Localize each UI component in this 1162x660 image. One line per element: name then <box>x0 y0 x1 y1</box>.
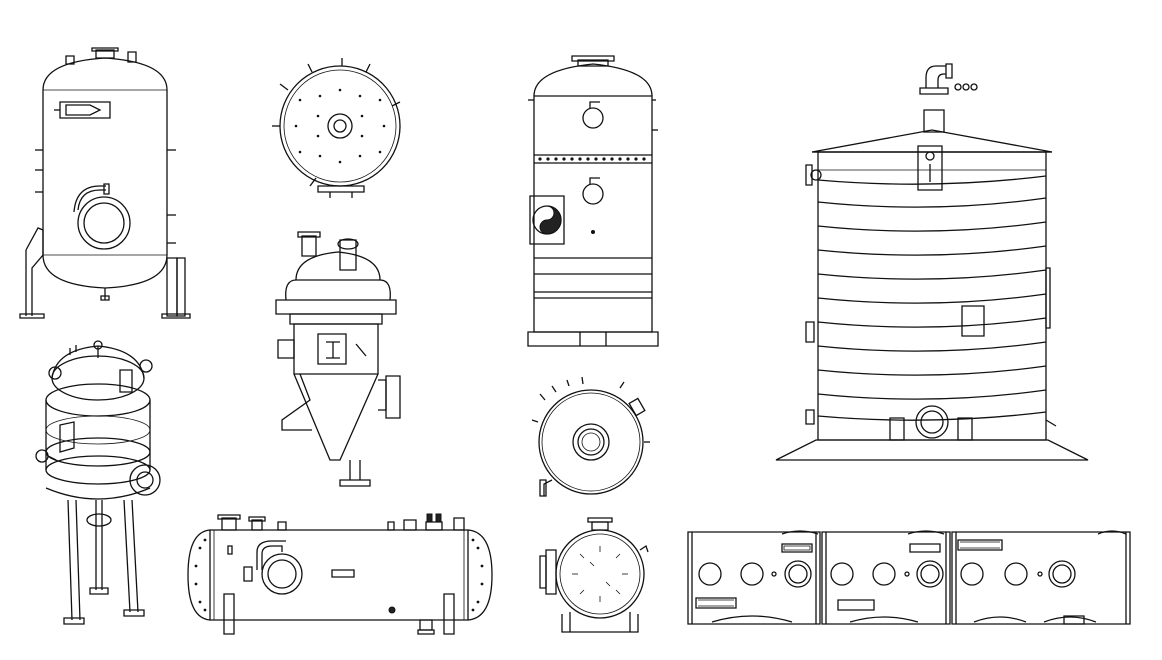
tank-with-spiral-coil <box>776 64 1088 460</box>
horizontal-end-view <box>532 377 650 496</box>
flanged-vessel-isometric <box>36 341 160 624</box>
horizontal-vessel-side-view <box>188 514 492 634</box>
dished-head-end-view <box>272 58 400 198</box>
cyclone-separator <box>276 232 400 486</box>
shell-strip-layout <box>688 531 1130 624</box>
jacketed-column <box>528 56 658 346</box>
vertical-vessel-legs <box>20 48 190 318</box>
horizontal-vessel-saddles-end-view <box>540 518 648 632</box>
